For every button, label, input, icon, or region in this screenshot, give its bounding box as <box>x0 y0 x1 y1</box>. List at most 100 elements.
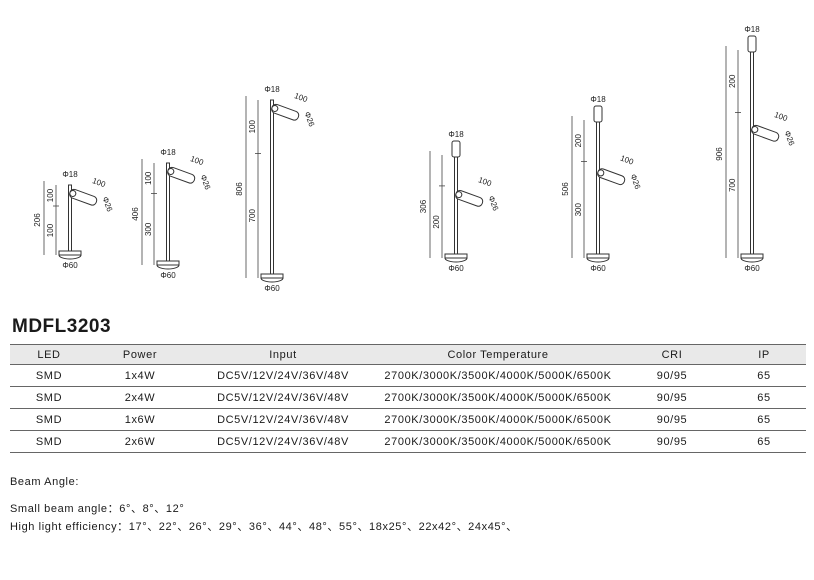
base-diameter-label: Φ60 <box>744 264 760 273</box>
spec-header-row: LED Power Input Color Temperature CRI IP <box>10 344 806 365</box>
base-ring <box>740 253 764 259</box>
base-ring <box>156 260 180 266</box>
beam-angle-high: High light efficiency：17°、22°、26°、29°、36… <box>10 521 518 533</box>
beam-angle-small: Small beam angle：6°、8°、12° <box>10 503 185 515</box>
pole <box>68 184 72 252</box>
arm-diameter-label: Φ26 <box>487 195 501 213</box>
col-header-led: LED <box>10 344 88 365</box>
arm-length-label: 100 <box>189 154 205 167</box>
base-diameter-label: Φ60 <box>62 261 78 270</box>
base-diameter-label: Φ60 <box>264 284 280 293</box>
overall-height-label: 206 <box>33 213 42 227</box>
arm-length-label: 100 <box>773 110 789 123</box>
cell-ip: 65 <box>722 408 806 431</box>
cell-cri: 90/95 <box>622 408 722 431</box>
product-drawings: Φ18100Φ26Φ60206100100Φ18100Φ26Φ604061003… <box>33 25 796 293</box>
cell-led: SMD <box>10 408 88 431</box>
col-header-color-temperature: Color Temperature <box>374 344 622 365</box>
cell-led: SMD <box>10 386 88 409</box>
table-row: SMD 1x4W DC5V/12V/24V/36V/48V 2700K/3000… <box>10 364 806 387</box>
cell-input: DC5V/12V/24V/36V/48V <box>192 408 374 431</box>
top-lamp-body <box>747 35 757 53</box>
head-diameter-label: Φ18 <box>744 25 760 34</box>
top-segment-label: 100 <box>248 119 257 133</box>
cell-ip: 65 <box>722 430 806 453</box>
head-diameter-label: Φ18 <box>160 148 176 157</box>
model-number: MDFL3203 <box>12 316 112 337</box>
cell-color-temperature: 2700K/3000K/3500K/4000K/5000K/6500K <box>374 408 622 431</box>
lamp-head <box>751 124 780 142</box>
table-row: SMD 2x4W DC5V/12V/24V/36V/48V 2700K/3000… <box>10 386 806 409</box>
cell-power: 2x4W <box>88 386 192 409</box>
lamp-head <box>167 166 196 184</box>
col-header-input: Input <box>192 344 374 365</box>
table-row: SMD 1x6W DC5V/12V/24V/36V/48V 2700K/3000… <box>10 408 806 431</box>
top-lamp-body <box>451 140 461 158</box>
cell-color-temperature: 2700K/3000K/3500K/4000K/5000K/6500K <box>374 386 622 409</box>
lamp-head <box>69 188 98 206</box>
bottom-segment-label: 300 <box>144 222 153 236</box>
col-header-ip: IP <box>722 344 806 365</box>
arm-diameter-label: Φ26 <box>303 110 317 128</box>
cell-color-temperature: 2700K/3000K/3500K/4000K/5000K/6500K <box>374 364 622 387</box>
cell-input: DC5V/12V/24V/36V/48V <box>192 386 374 409</box>
col-header-power: Power <box>88 344 192 365</box>
table-row: SMD 2x6W DC5V/12V/24V/36V/48V 2700K/3000… <box>10 430 806 453</box>
col-header-cri: CRI <box>622 344 722 365</box>
top-lamp-body <box>593 105 603 123</box>
cell-power: 1x6W <box>88 408 192 431</box>
base-diameter-label: Φ60 <box>448 264 464 273</box>
bottom-segment-label: 700 <box>728 178 737 192</box>
pole <box>750 49 754 255</box>
pole <box>166 162 170 262</box>
base-diameter-label: Φ60 <box>160 271 176 280</box>
base-ring <box>260 273 284 279</box>
cell-cri: 90/95 <box>622 364 722 387</box>
cell-cri: 90/95 <box>622 386 722 409</box>
bottom-segment-label: 300 <box>574 202 583 216</box>
pole <box>270 99 274 275</box>
overall-height-label: 306 <box>419 199 428 213</box>
top-segment-label: 200 <box>574 133 583 147</box>
arm-diameter-label: Φ26 <box>783 129 797 147</box>
cell-ip: 65 <box>722 386 806 409</box>
cell-led: SMD <box>10 430 88 453</box>
bottom-segment-label: 200 <box>432 215 441 229</box>
lamp-head-pivot <box>271 104 279 112</box>
cell-power: 2x6W <box>88 430 192 453</box>
overall-height-label: 806 <box>235 182 244 196</box>
lamp-head-pivot <box>167 167 175 175</box>
head-diameter-label: Φ18 <box>62 170 78 179</box>
cell-input: DC5V/12V/24V/36V/48V <box>192 364 374 387</box>
base-ring <box>444 253 468 259</box>
top-segment-label: 200 <box>728 74 737 88</box>
arm-diameter-label: Φ26 <box>199 173 213 191</box>
top-segment-label: 100 <box>144 171 153 185</box>
spec-table: LED Power Input Color Temperature CRI IP… <box>10 344 806 453</box>
base-ring <box>586 253 610 259</box>
lamp-head-pivot <box>751 126 759 134</box>
lamp-head <box>597 168 626 186</box>
lamp-head <box>455 189 484 207</box>
overall-height-label: 406 <box>131 207 140 221</box>
bottom-segment-label: 100 <box>46 223 55 237</box>
base-diameter-label: Φ60 <box>590 264 606 273</box>
cell-color-temperature: 2700K/3000K/3500K/4000K/5000K/6500K <box>374 430 622 453</box>
head-diameter-label: Φ18 <box>448 130 464 139</box>
arm-length-label: 100 <box>477 175 493 188</box>
lamp-head <box>271 103 300 121</box>
arm-diameter-label: Φ26 <box>101 195 115 213</box>
pole <box>596 119 600 255</box>
head-diameter-label: Φ18 <box>590 95 606 104</box>
lamp-head-pivot <box>597 169 605 177</box>
cell-input: DC5V/12V/24V/36V/48V <box>192 430 374 453</box>
head-diameter-label: Φ18 <box>264 85 280 94</box>
arm-length-label: 100 <box>619 154 635 167</box>
arm-length-label: 100 <box>293 91 309 104</box>
